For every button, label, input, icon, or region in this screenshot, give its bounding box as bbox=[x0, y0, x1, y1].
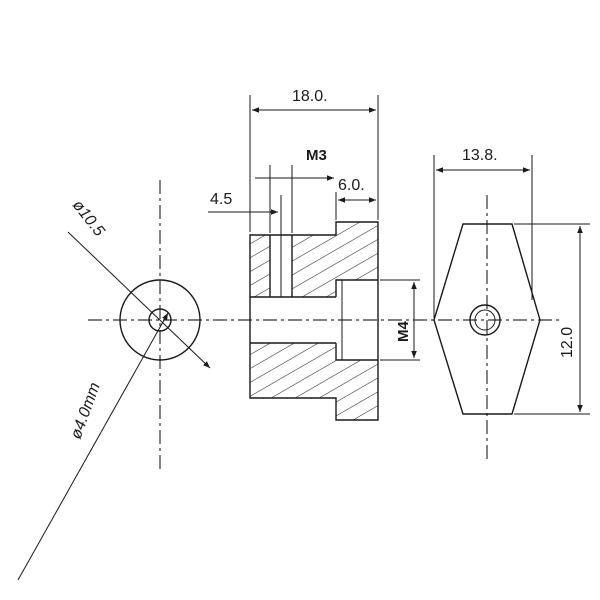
flats-label: 13.8. bbox=[462, 147, 498, 164]
outer-circle bbox=[119, 279, 201, 361]
thread-m4-label: M4 bbox=[395, 321, 412, 342]
bottom-wall-hatch bbox=[250, 343, 336, 398]
bore-dia-leader bbox=[17, 312, 169, 581]
bore-dia-label: ø4.0mm bbox=[68, 380, 104, 441]
bottom-wall-hatch-right bbox=[336, 360, 378, 420]
end-view: ø10.5 ø4.0mm bbox=[17, 180, 211, 581]
outer-dia-leader bbox=[67, 231, 211, 369]
counterbore-outline bbox=[335, 279, 378, 361]
top-wall-hatch-mid bbox=[292, 235, 336, 297]
hex-view: 13.8. 12.0 bbox=[433, 147, 590, 460]
shoulder-label: 4.5 bbox=[210, 191, 232, 208]
section-outline bbox=[249, 221, 379, 421]
outer-dia-label: ø10.5 bbox=[69, 197, 108, 240]
inner-bore-circle bbox=[148, 308, 172, 332]
height-label: 12.0 bbox=[559, 327, 576, 358]
bore-depth-label: 6.0. bbox=[338, 177, 365, 194]
overall-length-label: 18.0. bbox=[292, 88, 328, 105]
top-wall-hatch-right bbox=[336, 222, 378, 280]
section-view: 18.0. M3 6.0. 4.5 M4 bbox=[208, 88, 420, 421]
thread-m3-label: M3 bbox=[306, 147, 327, 164]
hex-bore-outer bbox=[469, 304, 501, 336]
top-wall-hatch-left bbox=[250, 235, 270, 297]
hex-outline bbox=[433, 223, 541, 415]
hex-bore-inner bbox=[474, 309, 496, 331]
